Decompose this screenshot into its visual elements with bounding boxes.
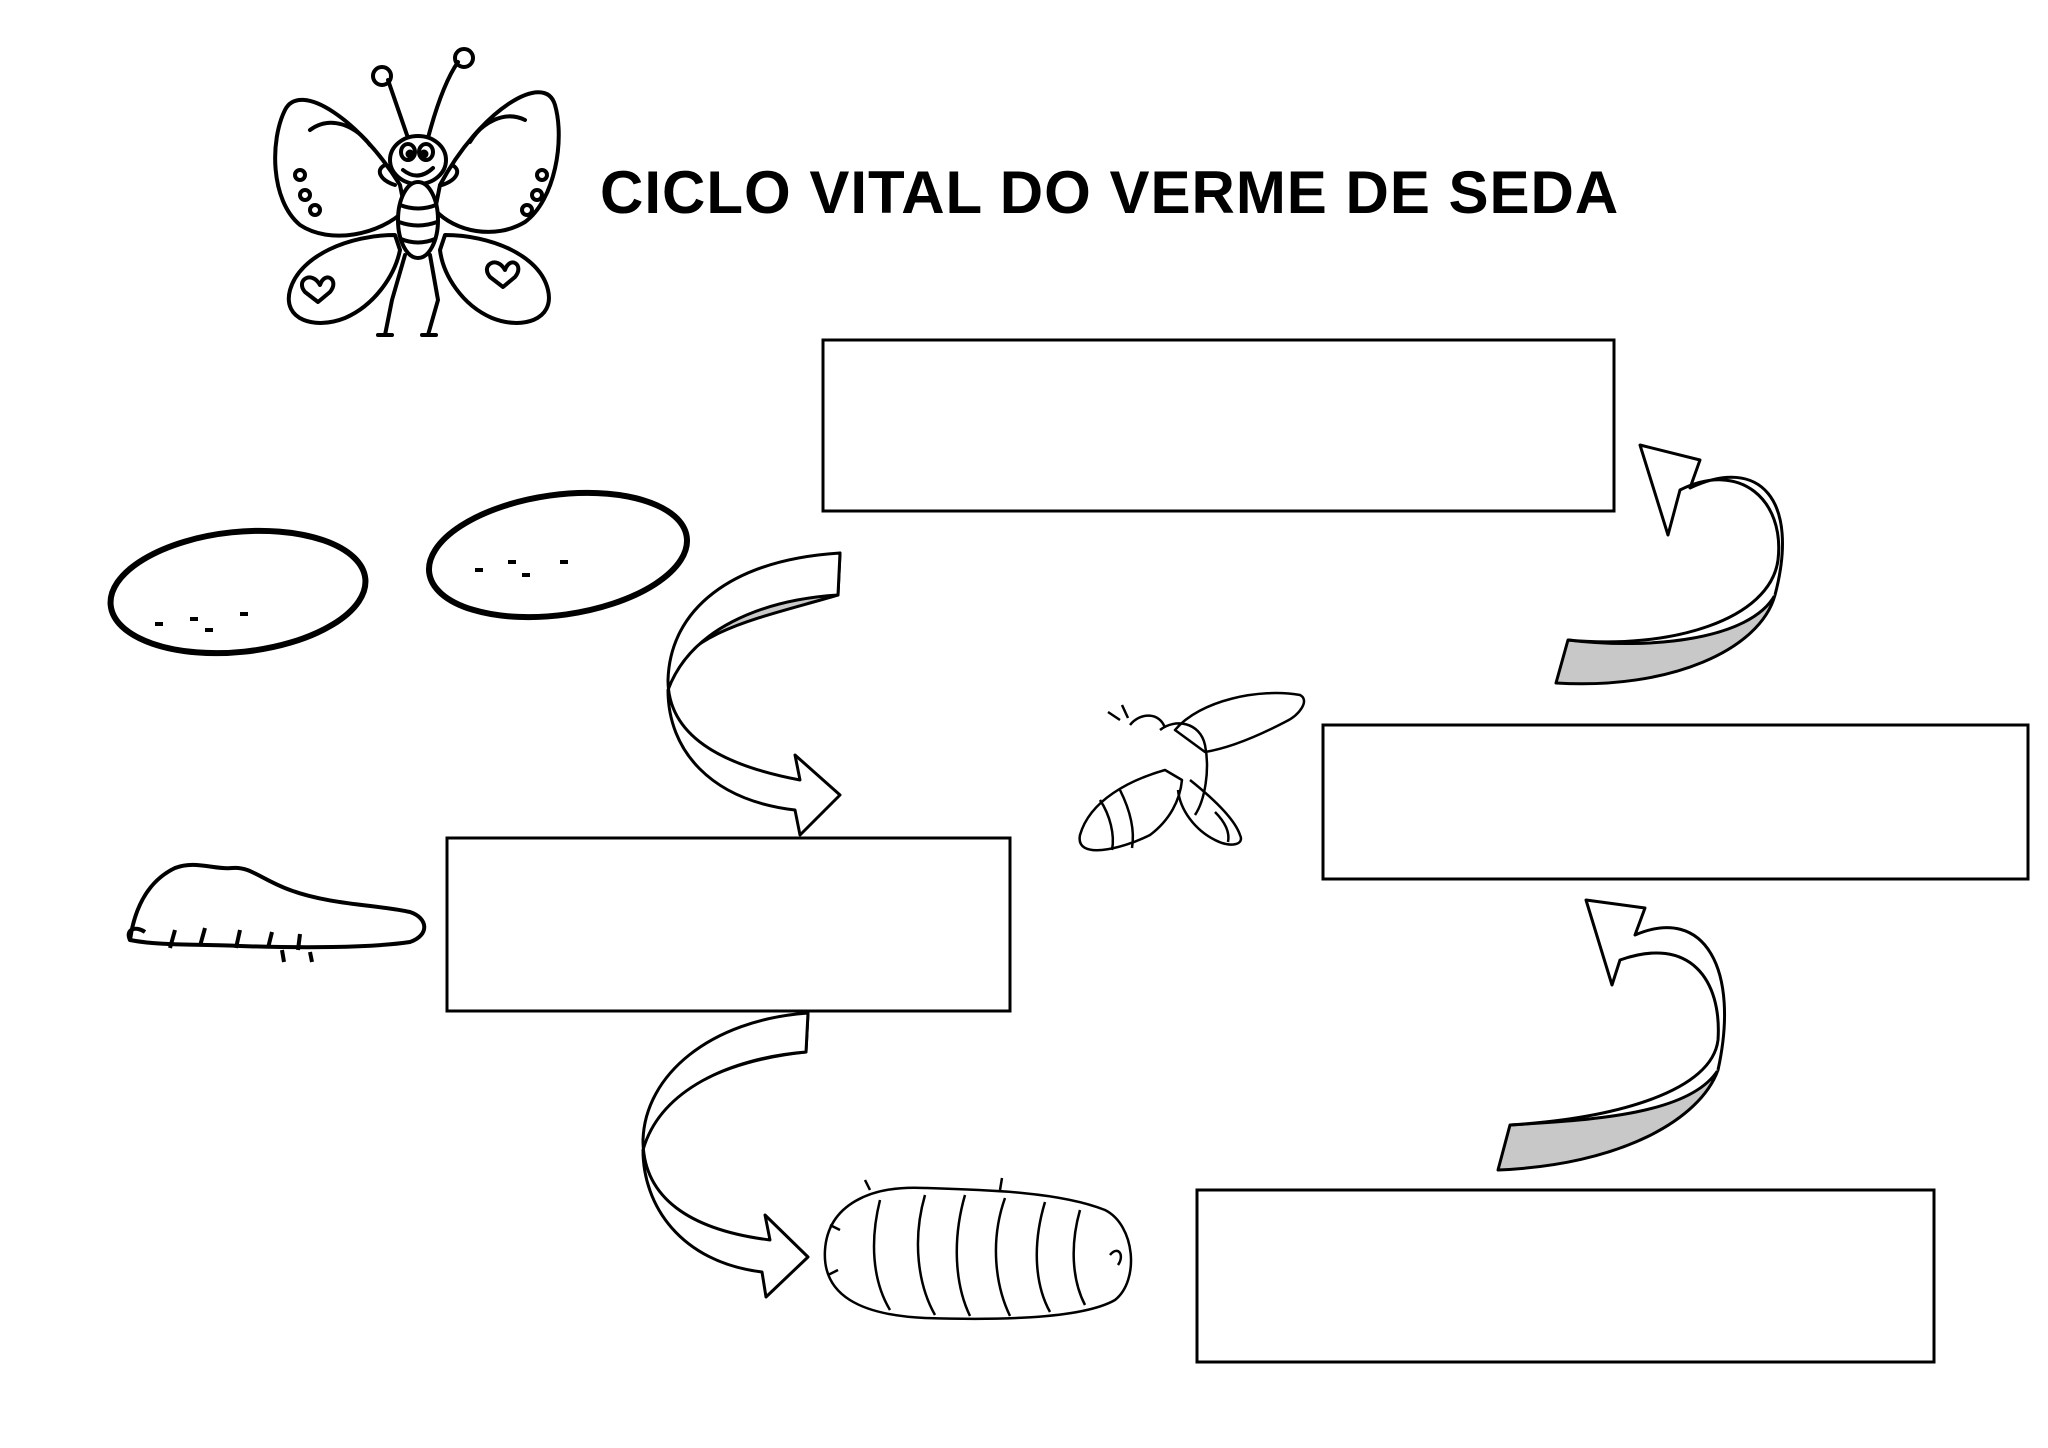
answer-box-right-middle[interactable] [1321,723,2030,881]
curved-arrow-eggs-to-caterpillar [666,551,842,837]
eggs-icon [107,489,691,657]
answer-box-left-middle[interactable] [445,836,1012,1013]
cocoon-icon [823,1177,1133,1321]
answer-box-top[interactable] [821,338,1616,513]
page-title: CICLO VITAL DO VERME DE SEDA [600,159,1620,226]
curved-arrow-moth-to-adult [1554,443,1784,686]
moth-icon [1078,691,1306,852]
answer-box-bottom-right[interactable] [1195,1188,1936,1364]
butterfly-icon [273,47,561,337]
curved-arrow-cocoon-to-moth [1496,898,1727,1172]
curved-arrow-caterpillar-to-cocoon [641,1011,810,1299]
caterpillar-icon [126,862,427,963]
